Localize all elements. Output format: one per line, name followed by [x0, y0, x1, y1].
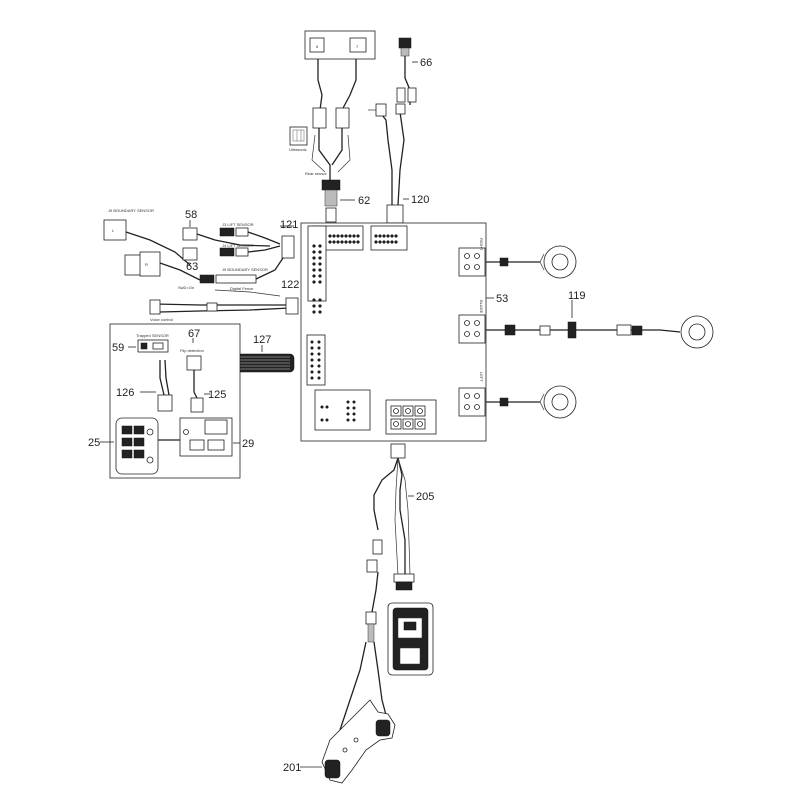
power-connector-block [390, 405, 426, 430]
handle-201: 201 [283, 641, 396, 784]
part-67: 67 [188, 328, 200, 340]
digital-fence-label: Digital Fence [230, 286, 254, 291]
voice-control-label: Voice control [150, 317, 173, 322]
connector-7-label: 7 [356, 44, 359, 49]
part-121: 121 [280, 219, 298, 231]
part-201: 201 [283, 762, 301, 774]
right-motor-label: RIGHT [479, 238, 484, 251]
part-62: 62 [358, 195, 370, 207]
part-66: 66 [420, 57, 432, 69]
sensor-harness-121: J9 BOUNDARY SENSOR L R 58 J3 LIFT SENSOR… [103, 208, 299, 322]
part-122: 122 [281, 279, 299, 291]
harness-120: 66 120 [368, 37, 432, 224]
connector-6-label: 6 [316, 44, 319, 49]
part-29: 29 [242, 438, 254, 450]
part-120: 120 [411, 194, 429, 206]
left-motor-label: LEFT [479, 372, 484, 382]
part-53: 53 [496, 293, 508, 305]
rear-sensor-label: Rear sensor [305, 171, 327, 176]
boundary-sensor-label-right: J9 BOUNDARY SENSOR [222, 267, 268, 272]
blade-motor-label: BLADE [479, 300, 484, 313]
lift-sensor-2-label: J4 LIFT SENSOR [222, 243, 254, 248]
pin-header-bottom-left [320, 400, 356, 422]
battery-harness-205: 205 [365, 443, 434, 643]
part-59: 59 [112, 342, 124, 354]
blade-motor: 119 [486, 290, 714, 349]
part-119: 119 [568, 290, 586, 302]
flip-detection-label: Flip detection [180, 348, 204, 353]
ribbon-cable-127: 127 [231, 334, 295, 373]
pin-header-mid [310, 340, 321, 380]
right-drive-motor [486, 245, 577, 279]
battery-pack [387, 602, 434, 676]
boundary-sensor-label-left: J9 BOUNDARY SENSOR [108, 208, 154, 213]
part-127: 127 [253, 334, 271, 346]
trapped-sensor-label: Trapped SENSOR [136, 333, 169, 338]
part-63: 63 [186, 261, 198, 273]
part-125: 125 [208, 389, 226, 401]
part-205: 205 [416, 491, 434, 503]
ultrasonic-label: Ultrasonic [289, 147, 307, 152]
left-drive-motor [486, 385, 577, 419]
lift-sensor-1-label: J3 LIFT SENSOR [222, 222, 254, 227]
part-126: 126 [116, 387, 134, 399]
sensor-inset-panel: Trapped SENSOR 59 67 Flip detection 126 … [88, 323, 254, 479]
part-58: 58 [185, 209, 197, 221]
lift-box-l: L [112, 228, 115, 233]
lift-box-r: R [145, 262, 148, 267]
pin-header-left [312, 244, 322, 314]
ultrasonic-harness: 6 7 Ultrasonic Rear sensor 62 [289, 30, 376, 223]
part-25: 25 [88, 437, 100, 449]
main-control-board: RIGHT BLADE LEFT 53 [300, 222, 508, 442]
pin-header-top [328, 234, 398, 244]
sw-on-off-label: SwD=On [178, 285, 194, 290]
